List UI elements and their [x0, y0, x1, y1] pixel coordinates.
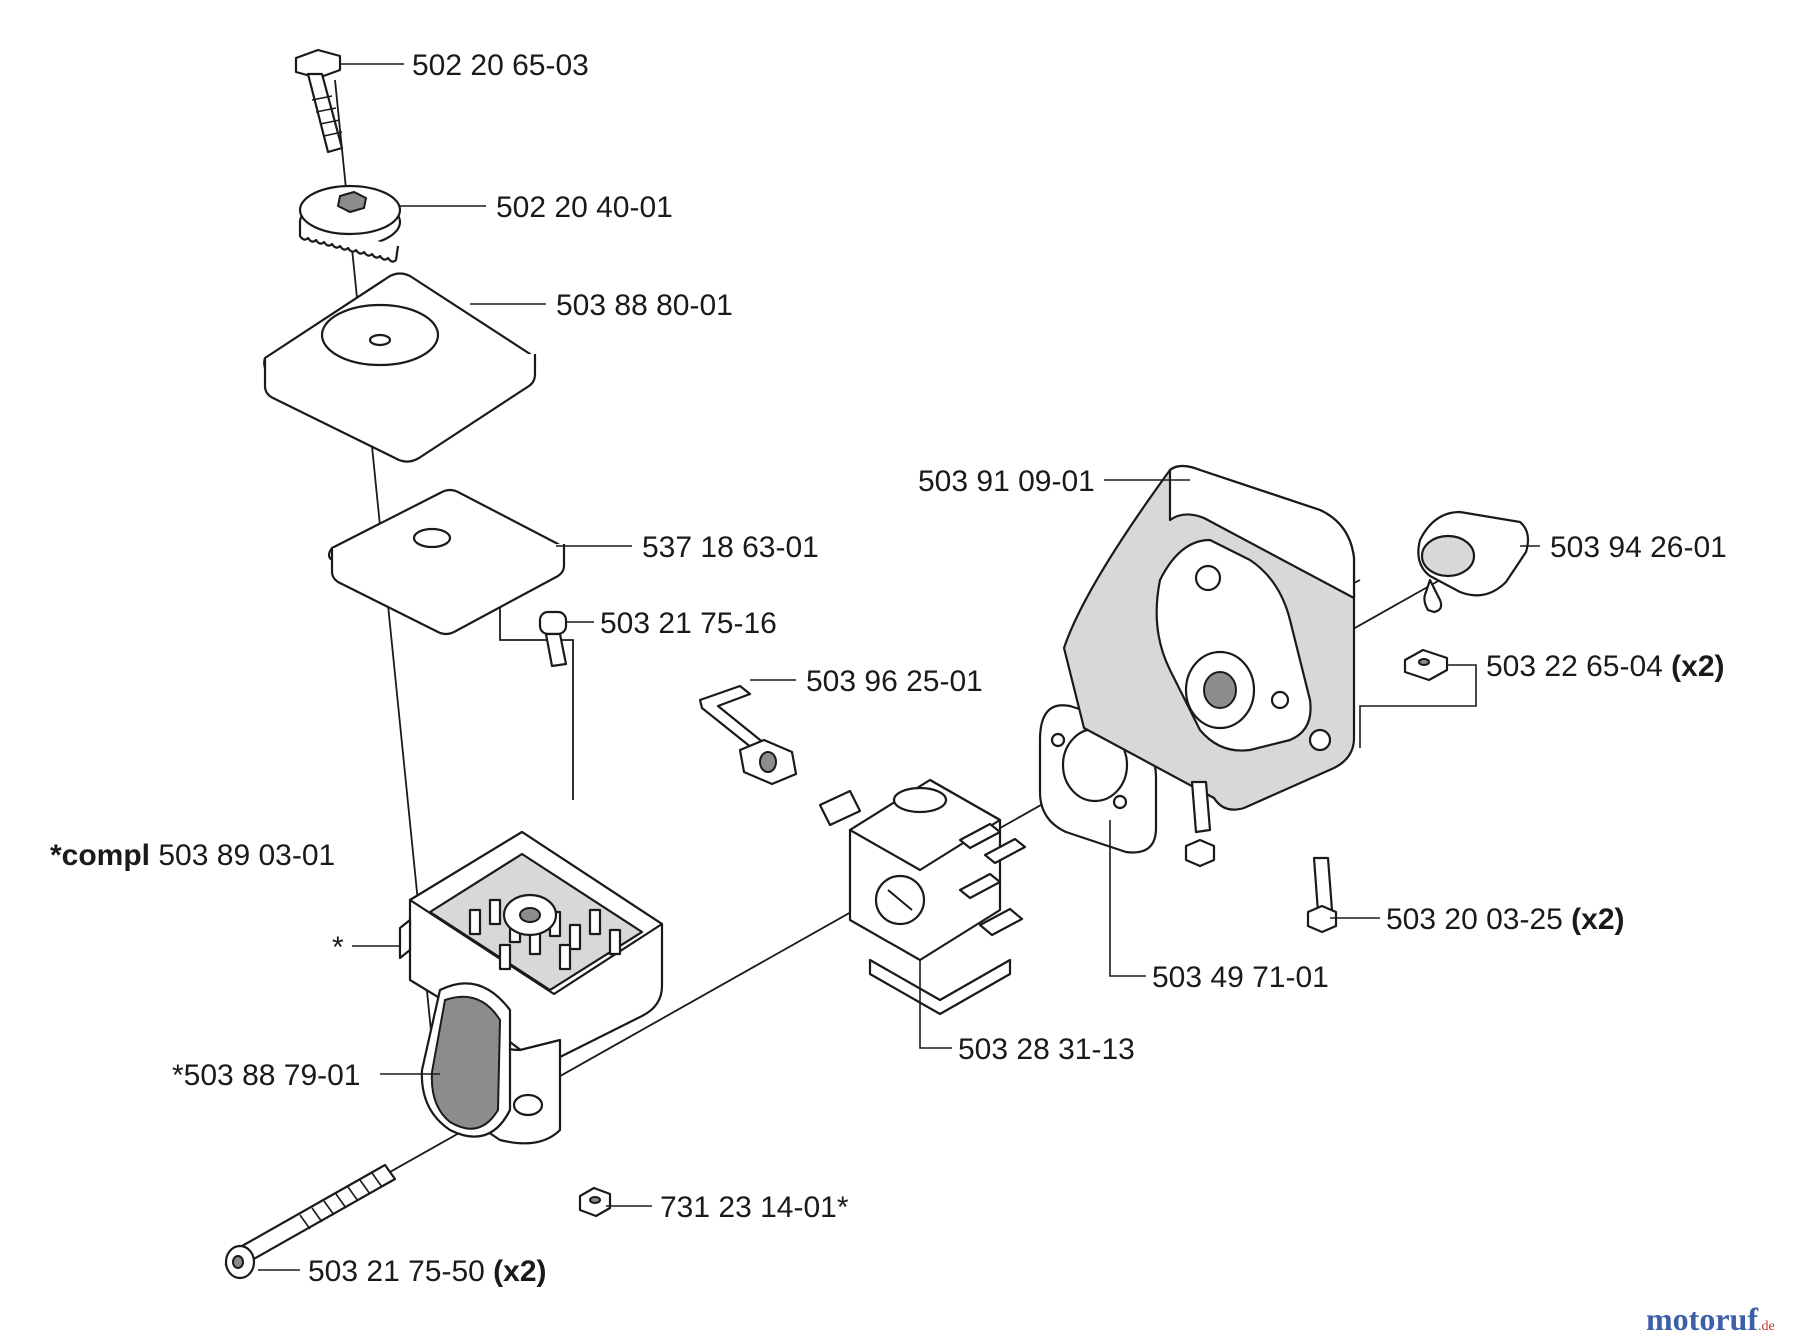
knob-502-20-40-01[interactable]: [298, 184, 402, 263]
filter-537-18-63-01[interactable]: [327, 488, 566, 636]
label-503-88-79-01: *503 88 79-01: [172, 1059, 361, 1092]
watermark-logo: motoruf.de: [1646, 1301, 1775, 1337]
label-complete-assembly: *compl 503 89 03-01: [50, 839, 335, 872]
nut-731-23-14-01[interactable]: [578, 1186, 612, 1218]
label-502-20-40-01: 502 20 40-01: [496, 191, 673, 224]
part-labels: 502 20 65-03 502 20 40-01 503 88 80-01 5…: [50, 49, 1727, 1288]
label-502-20-65-03: 502 20 65-03: [412, 49, 589, 82]
label-731-23-14-01: 731 23 14-01*: [660, 1191, 849, 1224]
carburettor-503-28-31-13[interactable]: [818, 778, 1027, 1016]
bolt-502-20-65-03[interactable]: [294, 48, 344, 154]
carb-housing-503-91-09-01[interactable]: [1062, 464, 1356, 811]
nut-plate-503-22-65-04[interactable]: [1403, 648, 1449, 682]
label-503-88-80-01: 503 88 80-01: [556, 289, 733, 322]
fuel-hose-503-96-25-01[interactable]: [698, 684, 798, 786]
leader-lines: [258, 63, 1540, 1271]
label-503-96-25-01: 503 96 25-01: [806, 665, 983, 698]
choke-knob-503-88-79-01[interactable]: [420, 982, 512, 1138]
air-filter-cover-503-88-80-01[interactable]: [263, 272, 537, 463]
label-503-20-03-25: 503 20 03-25 (x2): [1386, 903, 1625, 936]
label-537-18-63-01: 537 18 63-01: [642, 531, 819, 564]
air-filter-housing[interactable]: [398, 830, 664, 1145]
screw-503-20-03-25-a[interactable]: [1184, 780, 1216, 868]
screw-503-20-03-25-b[interactable]: [1306, 856, 1338, 934]
label-503-21-75-50: 503 21 75-50 (x2): [308, 1255, 547, 1288]
label-503-28-31-13: 503 28 31-13: [958, 1033, 1135, 1066]
label-503-91-09-01: 503 91 09-01: [918, 465, 1095, 498]
label-503-22-65-04: 503 22 65-04 (x2): [1486, 650, 1725, 683]
label-assembly-marker: *: [332, 931, 344, 964]
screw-503-21-75-16[interactable]: [538, 610, 568, 668]
bolt-503-21-75-50[interactable]: [224, 1163, 397, 1280]
svg-text:motoruf.de: motoruf.de: [1646, 1301, 1775, 1337]
label-503-49-71-01: 503 49 71-01: [1152, 961, 1329, 994]
label-503-94-26-01: 503 94 26-01: [1550, 531, 1727, 564]
bracket-503-94-26-01[interactable]: [1417, 510, 1530, 614]
label-503-21-75-16: 503 21 75-16: [600, 607, 777, 640]
